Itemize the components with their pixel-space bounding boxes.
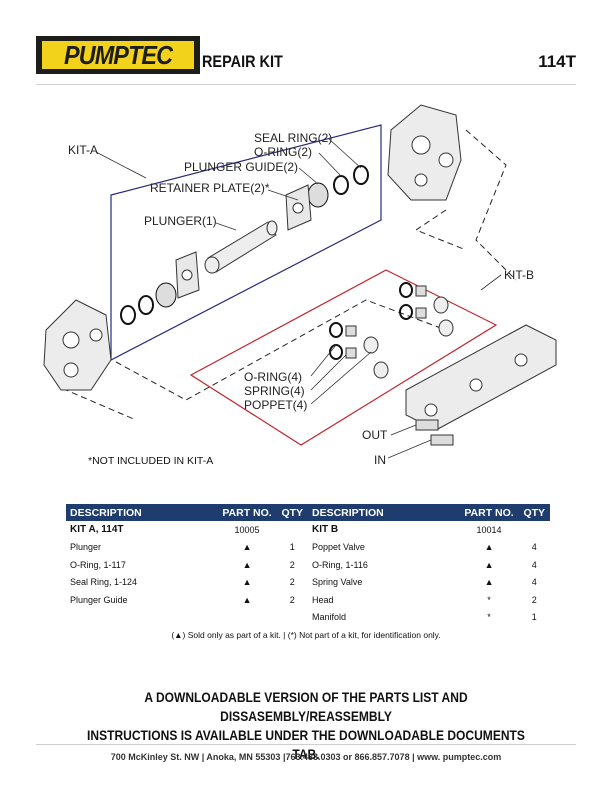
- col-qty-b: QTY: [523, 506, 546, 519]
- footer-address: 700 McKinley St. NW | Anoka, MN 55303 |7…: [110, 752, 502, 762]
- part-number: ▲: [242, 594, 252, 605]
- part-qty: 1: [531, 612, 537, 623]
- part-description: Plunger: [70, 542, 102, 553]
- kit-a-outline: [110, 124, 382, 361]
- o-ring-b-label: O-RING(4): [244, 370, 302, 384]
- kit-b-poppets: [363, 296, 454, 379]
- table-row: Seal Ring, 1-124 ▲ 2 Spring Valve ▲ 4: [66, 574, 550, 592]
- table-row: O-Ring, 1-117 ▲ 2 O-Ring, 1-116 ▲ 4: [66, 556, 550, 574]
- page-header: PUMPTEC REPAIR KIT 114T: [36, 36, 576, 82]
- banner-line-2: INSTRUCTIONS IS AVAILABLE UNDER THE DOWN…: [87, 727, 525, 762]
- in-label: IN: [374, 453, 386, 467]
- part-number: ▲: [242, 542, 252, 553]
- part-qty: 4: [531, 542, 537, 553]
- poppet-label: POPPET(4): [244, 398, 307, 412]
- table-footnote: (▲) Sold only as part of a kit. | (*) No…: [171, 630, 441, 640]
- table-row: KIT A, 114T 10005 KIT B 10014: [66, 521, 550, 539]
- table-row: Manifold * 1: [66, 609, 550, 627]
- retainer-plate-label: RETAINER PLATE(2)*: [150, 181, 270, 195]
- exploded-parts-diagram: KIT-A SEAL RING(2) O-RING(2) PLUNGER GUI…: [43, 104, 557, 467]
- page-title: REPAIR KIT: [202, 52, 283, 71]
- kit-b-springs: [345, 285, 427, 359]
- table-header: DESCRIPTION PART NO. QTY DESCRIPTION PAR…: [66, 504, 550, 521]
- logo-text: PUMPTEC: [63, 39, 173, 70]
- out-label: OUT: [362, 428, 388, 442]
- part-description: Seal Ring, 1-124: [70, 577, 138, 588]
- kit-a-part-no: 10005: [234, 524, 260, 535]
- part-qty: 2: [289, 559, 295, 570]
- part-qty: 2: [531, 594, 537, 605]
- kit-b-label: KIT-B: [504, 268, 534, 282]
- kit-b-part-no: 10014: [476, 524, 502, 535]
- plunger-guide-label: PLUNGER GUIDE(2): [184, 160, 298, 174]
- header-divider: [36, 84, 576, 85]
- seal-ring-part: [120, 165, 369, 325]
- kit-b-name: KIT B: [312, 524, 339, 536]
- manifold: [405, 324, 557, 446]
- part-number: ▲: [484, 559, 494, 570]
- part-qty: 2: [289, 577, 295, 588]
- col-part-no-a: PART NO.: [222, 506, 272, 519]
- retainer-plate-part: [175, 184, 312, 299]
- spring-label: SPRING(4): [244, 384, 305, 398]
- part-description: Plunger Guide: [70, 594, 128, 605]
- plunger-label: PLUNGER(1): [144, 214, 217, 228]
- part-description: Spring Valve: [312, 577, 363, 588]
- part-number: ▲: [242, 559, 252, 570]
- part-number: ▲: [484, 542, 494, 553]
- banner-line-1: A DOWNLOADABLE VERSION OF THE PARTS LIST…: [144, 689, 468, 724]
- table-row: Plunger Guide ▲ 2 Head * 2: [66, 591, 550, 609]
- part-number: ▲: [484, 577, 494, 588]
- pumptec-logo: PUMPTEC: [36, 36, 200, 74]
- o-ring-a-label: O-RING(2): [254, 145, 312, 159]
- part-qty: 4: [531, 577, 537, 588]
- kit-a-label: KIT-A: [68, 143, 98, 157]
- part-description: Head: [312, 594, 334, 605]
- model-number: 114T: [538, 52, 576, 71]
- seal-ring-label: SEAL RING(2): [254, 131, 332, 145]
- left-head: [43, 299, 112, 391]
- right-head: [387, 104, 462, 201]
- part-description: Manifold: [312, 612, 347, 623]
- plunger-guide-part: [155, 182, 329, 308]
- table-row: Plunger ▲ 1 Poppet Valve ▲ 4: [66, 539, 550, 557]
- part-description: O-Ring, 1-117: [70, 559, 126, 570]
- kit-b-outline: [189, 269, 498, 446]
- part-qty: 4: [531, 559, 537, 570]
- col-part-no-b: PART NO.: [464, 506, 514, 519]
- part-number: *: [487, 594, 491, 605]
- part-qty: 1: [289, 542, 295, 553]
- part-description: O-Ring, 1-116: [312, 559, 368, 570]
- parts-table: DESCRIPTION PART NO. QTY DESCRIPTION PAR…: [66, 504, 550, 626]
- download-banner: A DOWNLOADABLE VERSION OF THE PARTS LIST…: [77, 688, 535, 764]
- plunger-part: [204, 220, 278, 274]
- col-qty-a: QTY: [281, 506, 304, 519]
- not-included-note: *NOT INCLUDED IN KIT-A: [88, 455, 214, 467]
- kit-a-name: KIT A, 114T: [70, 524, 124, 536]
- part-qty: 2: [289, 594, 295, 605]
- col-description-b: DESCRIPTION: [312, 506, 384, 519]
- part-description: Poppet Valve: [312, 542, 365, 553]
- part-number: ▲: [242, 577, 252, 588]
- footer-divider: [36, 744, 576, 745]
- part-number: *: [487, 612, 491, 623]
- col-description-a: DESCRIPTION: [70, 506, 142, 519]
